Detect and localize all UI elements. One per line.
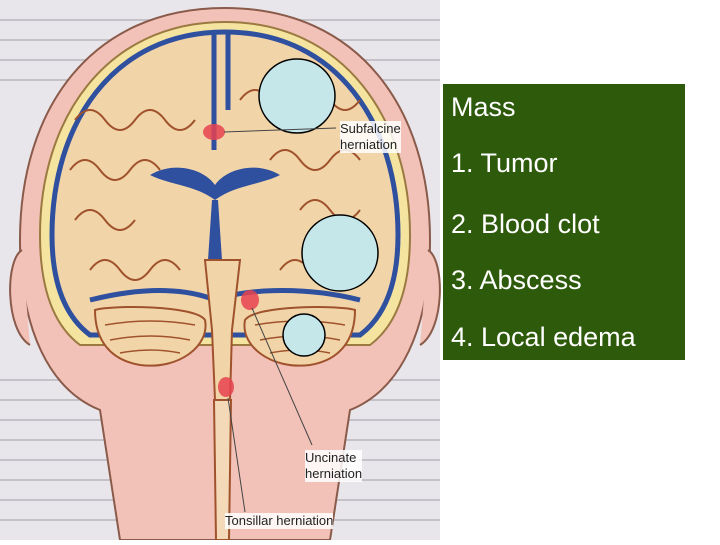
subfalcine-label-line1: Subfalcine (340, 121, 401, 136)
uncinate-label-line2: herniation (305, 466, 363, 481)
third-ventricle (208, 200, 222, 260)
tonsillar-herniation-mark (218, 377, 234, 397)
uncinate-label: Uncinate herniation (305, 450, 363, 482)
left-ear (9, 249, 31, 346)
right-ear (419, 249, 441, 346)
mass-oval-middle (301, 214, 379, 292)
list-item: 2. Blood clot (451, 209, 600, 239)
lateral-ventricles (150, 167, 280, 200)
mass-oval-bottom (282, 313, 326, 357)
subfalcine-label: Subfalcine herniation (340, 121, 401, 153)
subfalcine-leader (223, 127, 337, 133)
subfalcine-herniation-mark (203, 124, 225, 140)
tonsillar-leader (227, 397, 246, 513)
tonsillar-label: Tonsillar herniation (225, 513, 334, 529)
list-item: 4. Local edema (451, 322, 636, 352)
uncinate-herniation-mark (241, 290, 259, 310)
mass-oval-top (258, 58, 336, 134)
list-item: 1. Tumor (451, 148, 558, 178)
uncinate-label-line1: Uncinate (305, 450, 357, 465)
uncinate-leader (251, 307, 313, 446)
subfalcine-label-line2: herniation (340, 137, 398, 152)
panel-title: Mass (451, 92, 516, 122)
mass-causes-panel: Mass 1. Tumor 2. Blood clot 3. Abscess 4… (443, 84, 685, 360)
list-item: 3. Abscess (451, 265, 582, 295)
